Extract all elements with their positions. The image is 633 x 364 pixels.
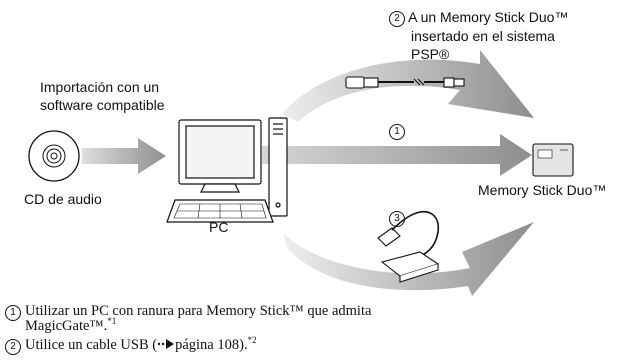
card-reader-icon [377,210,440,283]
note-1-line-2: MagicGate™. [25,318,108,334]
pc-label: PC [209,219,229,235]
notes-list: 1 Utilizar un PC con ranura para Memory … [5,304,371,355]
note-1-sup: *1 [107,316,117,327]
import-label: Importación con un software compatible [40,79,165,113]
cd-label: CD de audio [24,191,102,207]
arrow-route-1 [262,134,532,176]
memory-stick-icon [532,143,574,177]
route-1-marker-wrap: 1 [389,121,405,140]
arrow-cd-to-pc [82,138,166,174]
route-2-marker: 2 [389,11,405,27]
route-1-marker: 1 [389,124,405,140]
cd-disc-icon [28,130,80,182]
note-1-line-1: Utilizar un PC con ranura para Memory St… [25,303,372,319]
page-link-arrow-icon [157,339,175,349]
memory-stick-label: Memory Stick Duo™ [478,182,607,198]
note-2-text: Utilice un cable USB ( [25,337,158,353]
workflow-diagram [28,50,574,296]
usb-cable-icon [345,76,465,89]
desktop-pc-icon [166,117,288,223]
note-2-sup: *2 [247,335,257,346]
arrow-route-2 [282,50,534,122]
note-item-1: 1 Utilizar un PC con ranura para Memory … [5,304,371,334]
arrow-route-3 [284,222,534,296]
route-3-marker-wrap: 3 [389,208,405,227]
note-1-marker: 1 [5,305,21,321]
route-2-label: 2 A un Memory Stick Duo™ insertado en el… [389,8,568,63]
route-3-marker: 3 [389,211,405,227]
page-108-link[interactable]: página 108). [175,337,248,353]
note-2-marker: 2 [5,339,21,355]
note-item-2: 2 Utilice un cable USB ( página 108).*2 [5,335,371,355]
